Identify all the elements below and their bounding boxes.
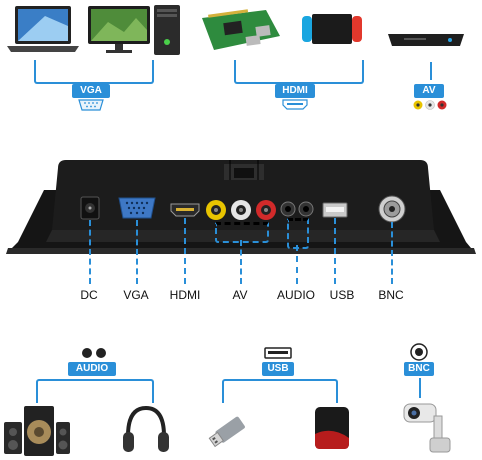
av-connector [240, 240, 242, 284]
av-label: AV [414, 84, 444, 98]
audio-port-label: AUDIO [276, 288, 315, 302]
vga-label: VGA [72, 84, 110, 98]
usb-group-bracket [222, 379, 338, 403]
vga-port[interactable] [118, 196, 156, 220]
audio-connector-bracket [287, 218, 309, 249]
vga-connector [136, 220, 138, 284]
dvd-player-icon [388, 34, 464, 46]
media-box-icon [315, 407, 349, 449]
vga-port-icon [78, 99, 104, 111]
audio-jacks-icon [82, 348, 106, 358]
usb-flash-drive-icon [208, 416, 245, 448]
pc-tower-icon [154, 5, 180, 55]
usb-port[interactable] [322, 202, 348, 218]
bnc-port-label: BNC [378, 288, 404, 302]
usb-connector [334, 218, 336, 284]
raspberry-pi-board-icon [202, 9, 280, 50]
usb-port-label: USB [329, 288, 355, 302]
dc-connector [89, 220, 91, 284]
hdmi-port-icon [282, 99, 308, 110]
audio-group-bracket [36, 379, 154, 403]
audio-connector [296, 245, 298, 284]
security-camera-icon [403, 403, 451, 453]
av-port-label: AV [232, 288, 248, 302]
av-white-jack[interactable] [230, 199, 252, 221]
hdmi-label: HDMI [275, 84, 315, 98]
bnc-connector [391, 222, 393, 284]
headphones-icon [123, 405, 169, 452]
bnc-connector-icon [410, 343, 428, 361]
av-connector-bracket [215, 222, 269, 243]
dc-port-label: DC [80, 288, 98, 302]
bnc-group-connector [419, 378, 421, 398]
usb-port-icon [264, 347, 292, 359]
laptop-icon [7, 6, 79, 52]
vga-port-label: VGA [123, 288, 149, 302]
hdmi-group-bracket [234, 60, 364, 84]
hdmi-connector [184, 218, 186, 284]
bnc-label: BNC [404, 362, 434, 376]
audio-jack-right[interactable] [298, 201, 314, 217]
av-top-connector [430, 62, 432, 80]
hdmi-port-label: HDMI [169, 288, 201, 302]
audio-label: AUDIO [68, 362, 116, 376]
hdmi-port[interactable] [170, 203, 200, 217]
av-yellow-jack[interactable] [205, 199, 227, 221]
av-red-jack[interactable] [255, 199, 277, 221]
usb-label: USB [262, 362, 294, 376]
game-console-icon [302, 14, 362, 44]
dc-port[interactable] [80, 196, 100, 220]
desktop-monitor-icon [88, 6, 150, 53]
rca-jacks-icon [413, 100, 447, 110]
bnc-port[interactable] [378, 195, 406, 223]
audio-jack-left[interactable] [280, 201, 296, 217]
vga-group-bracket [34, 60, 154, 84]
speaker-system-icon [4, 406, 70, 456]
